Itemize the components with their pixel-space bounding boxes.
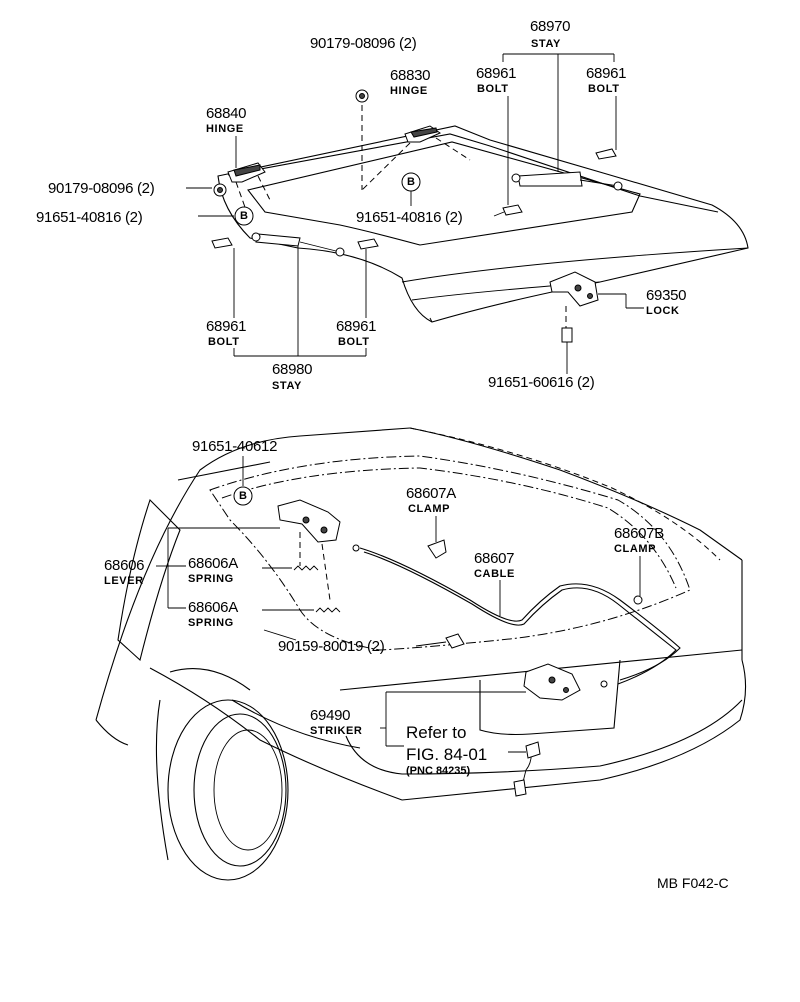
svg-text:CLAMP: CLAMP (408, 503, 450, 515)
nut-90179-top (355, 89, 369, 103)
callout-68606A-1: 68606A SPRING (168, 555, 292, 585)
svg-text:90179-08096 (2): 90179-08096 (2) (48, 180, 155, 197)
callout-68980: 68980 STAY (233, 246, 367, 392)
svg-text:HINGE: HINGE (390, 85, 428, 97)
bolt-90159 (445, 633, 465, 649)
svg-text:(PNC 84235): (PNC 84235) (406, 765, 471, 777)
callout-90179-top: 90179-08096 (2) (310, 35, 417, 52)
callout-68607B: 68607B CLAMP (614, 525, 665, 596)
stay-68980 (251, 232, 345, 257)
svg-text:B: B (407, 176, 415, 188)
lever-68606 (277, 499, 341, 543)
back-door-assembly (211, 89, 749, 352)
svg-text:91651-40612: 91651-40612 (192, 438, 277, 455)
clamp-68607B (633, 595, 643, 605)
bolt-68961-tr (595, 148, 617, 160)
svg-text:69350: 69350 (646, 287, 686, 304)
bolt-68961-bl (211, 237, 233, 249)
callout-68830: 68830 HINGE (390, 67, 431, 97)
callout-68840: 68840 HINGE (206, 105, 247, 168)
b-marker-left (234, 206, 254, 226)
svg-text:68961: 68961 (336, 318, 376, 335)
svg-text:STAY: STAY (272, 380, 302, 392)
svg-text:68840: 68840 (206, 105, 246, 122)
callout-90159: 90159-80019 (2) (263, 629, 447, 655)
callout-68961-bm: 68961 BOLT (336, 249, 377, 348)
svg-text:68606: 68606 (104, 557, 144, 574)
svg-text:68607: 68607 (474, 550, 514, 567)
svg-text:FIG. 84-01: FIG. 84-01 (406, 745, 487, 764)
bolt-68961-tl (502, 204, 523, 216)
callout-91651-left: 91651-40816 (2) B (36, 206, 254, 226)
svg-text:SPRING: SPRING (188, 573, 234, 585)
svg-text:68830: 68830 (390, 67, 430, 84)
stay-68970 (511, 171, 623, 191)
callout-91651-mid: B 91651-40816 (2) (356, 172, 505, 226)
svg-text:BOLT: BOLT (338, 336, 370, 348)
spring-68606A-1 (293, 565, 319, 571)
svg-text:68980: 68980 (272, 361, 312, 378)
bolt-91651-60616 (561, 327, 573, 352)
svg-text:69490: 69490 (310, 707, 350, 724)
svg-text:91651-60616 (2): 91651-60616 (2) (488, 374, 595, 391)
svg-text:90179-08096 (2): 90179-08096 (2) (310, 35, 417, 52)
callout-69490: 69490 STRIKER (310, 691, 526, 746)
hinge-68830 (404, 125, 442, 143)
clamp-68607A (427, 539, 447, 559)
svg-text:68607B: 68607B (614, 525, 664, 542)
b-marker-lower (233, 486, 253, 506)
svg-text:CABLE: CABLE (474, 568, 515, 580)
striker-69490 (523, 663, 581, 701)
svg-text:LOCK: LOCK (646, 305, 680, 317)
callout-68961-tr: 68961 BOLT (586, 65, 627, 150)
svg-text:STRIKER: STRIKER (310, 725, 362, 737)
svg-text:B: B (240, 210, 248, 222)
figure-code: MB F042-C (657, 875, 729, 891)
callout-68607A: 68607A CLAMP (406, 485, 457, 542)
nut-90179-left (213, 183, 227, 197)
svg-text:68961: 68961 (586, 65, 626, 82)
svg-text:CLAMP: CLAMP (614, 543, 656, 555)
svg-text:68606A: 68606A (188, 599, 238, 616)
callout-91651-60616: 91651-60616 (2) (488, 352, 595, 391)
svg-text:68970: 68970 (530, 18, 570, 35)
svg-text:STAY: STAY (531, 38, 561, 50)
svg-text:68607A: 68607A (406, 485, 456, 502)
svg-text:BOLT: BOLT (588, 83, 620, 95)
callout-68970: 68970 STAY (502, 18, 615, 172)
car-rear-body (95, 427, 747, 881)
svg-text:BOLT: BOLT (208, 336, 240, 348)
callout-91651-40612: 91651-40612 B (192, 438, 277, 506)
callout-refer-to: Refer to FIG. 84-01 (PNC 84235) (386, 723, 526, 777)
lock-69350 (549, 271, 599, 330)
hinge-68840 (227, 162, 266, 183)
callout-68961-tl: 68961 BOLT (476, 65, 517, 205)
svg-text:68606A: 68606A (188, 555, 238, 572)
svg-text:91651-40816 (2): 91651-40816 (2) (36, 209, 143, 226)
svg-text:LEVER: LEVER (104, 575, 144, 587)
svg-text:SPRING: SPRING (188, 617, 234, 629)
svg-text:90159-80019 (2): 90159-80019 (2) (278, 638, 385, 655)
callout-69350: 69350 LOCK (598, 287, 687, 317)
callout-68606A-2: 68606A SPRING (168, 599, 314, 629)
callout-68607: 68607 CABLE (474, 550, 515, 616)
svg-text:B: B (239, 490, 247, 502)
svg-text:68961: 68961 (476, 65, 516, 82)
cable-68607 (352, 544, 681, 688)
svg-text:HINGE: HINGE (206, 123, 244, 135)
bolt-68961-bm (357, 238, 379, 250)
svg-text:91651-40816 (2): 91651-40816 (2) (356, 209, 463, 226)
lock-rod (513, 741, 541, 797)
svg-text:Refer to: Refer to (406, 723, 466, 742)
callout-68606: 68606 LEVER (104, 527, 280, 608)
svg-text:BOLT: BOLT (477, 83, 509, 95)
rear-wheel (167, 699, 289, 881)
spring-68606A-2 (315, 607, 341, 613)
svg-text:68961: 68961 (206, 318, 246, 335)
callout-90179-left: 90179-08096 (2) (48, 180, 212, 197)
callout-68961-bl: 68961 BOLT (206, 248, 247, 348)
